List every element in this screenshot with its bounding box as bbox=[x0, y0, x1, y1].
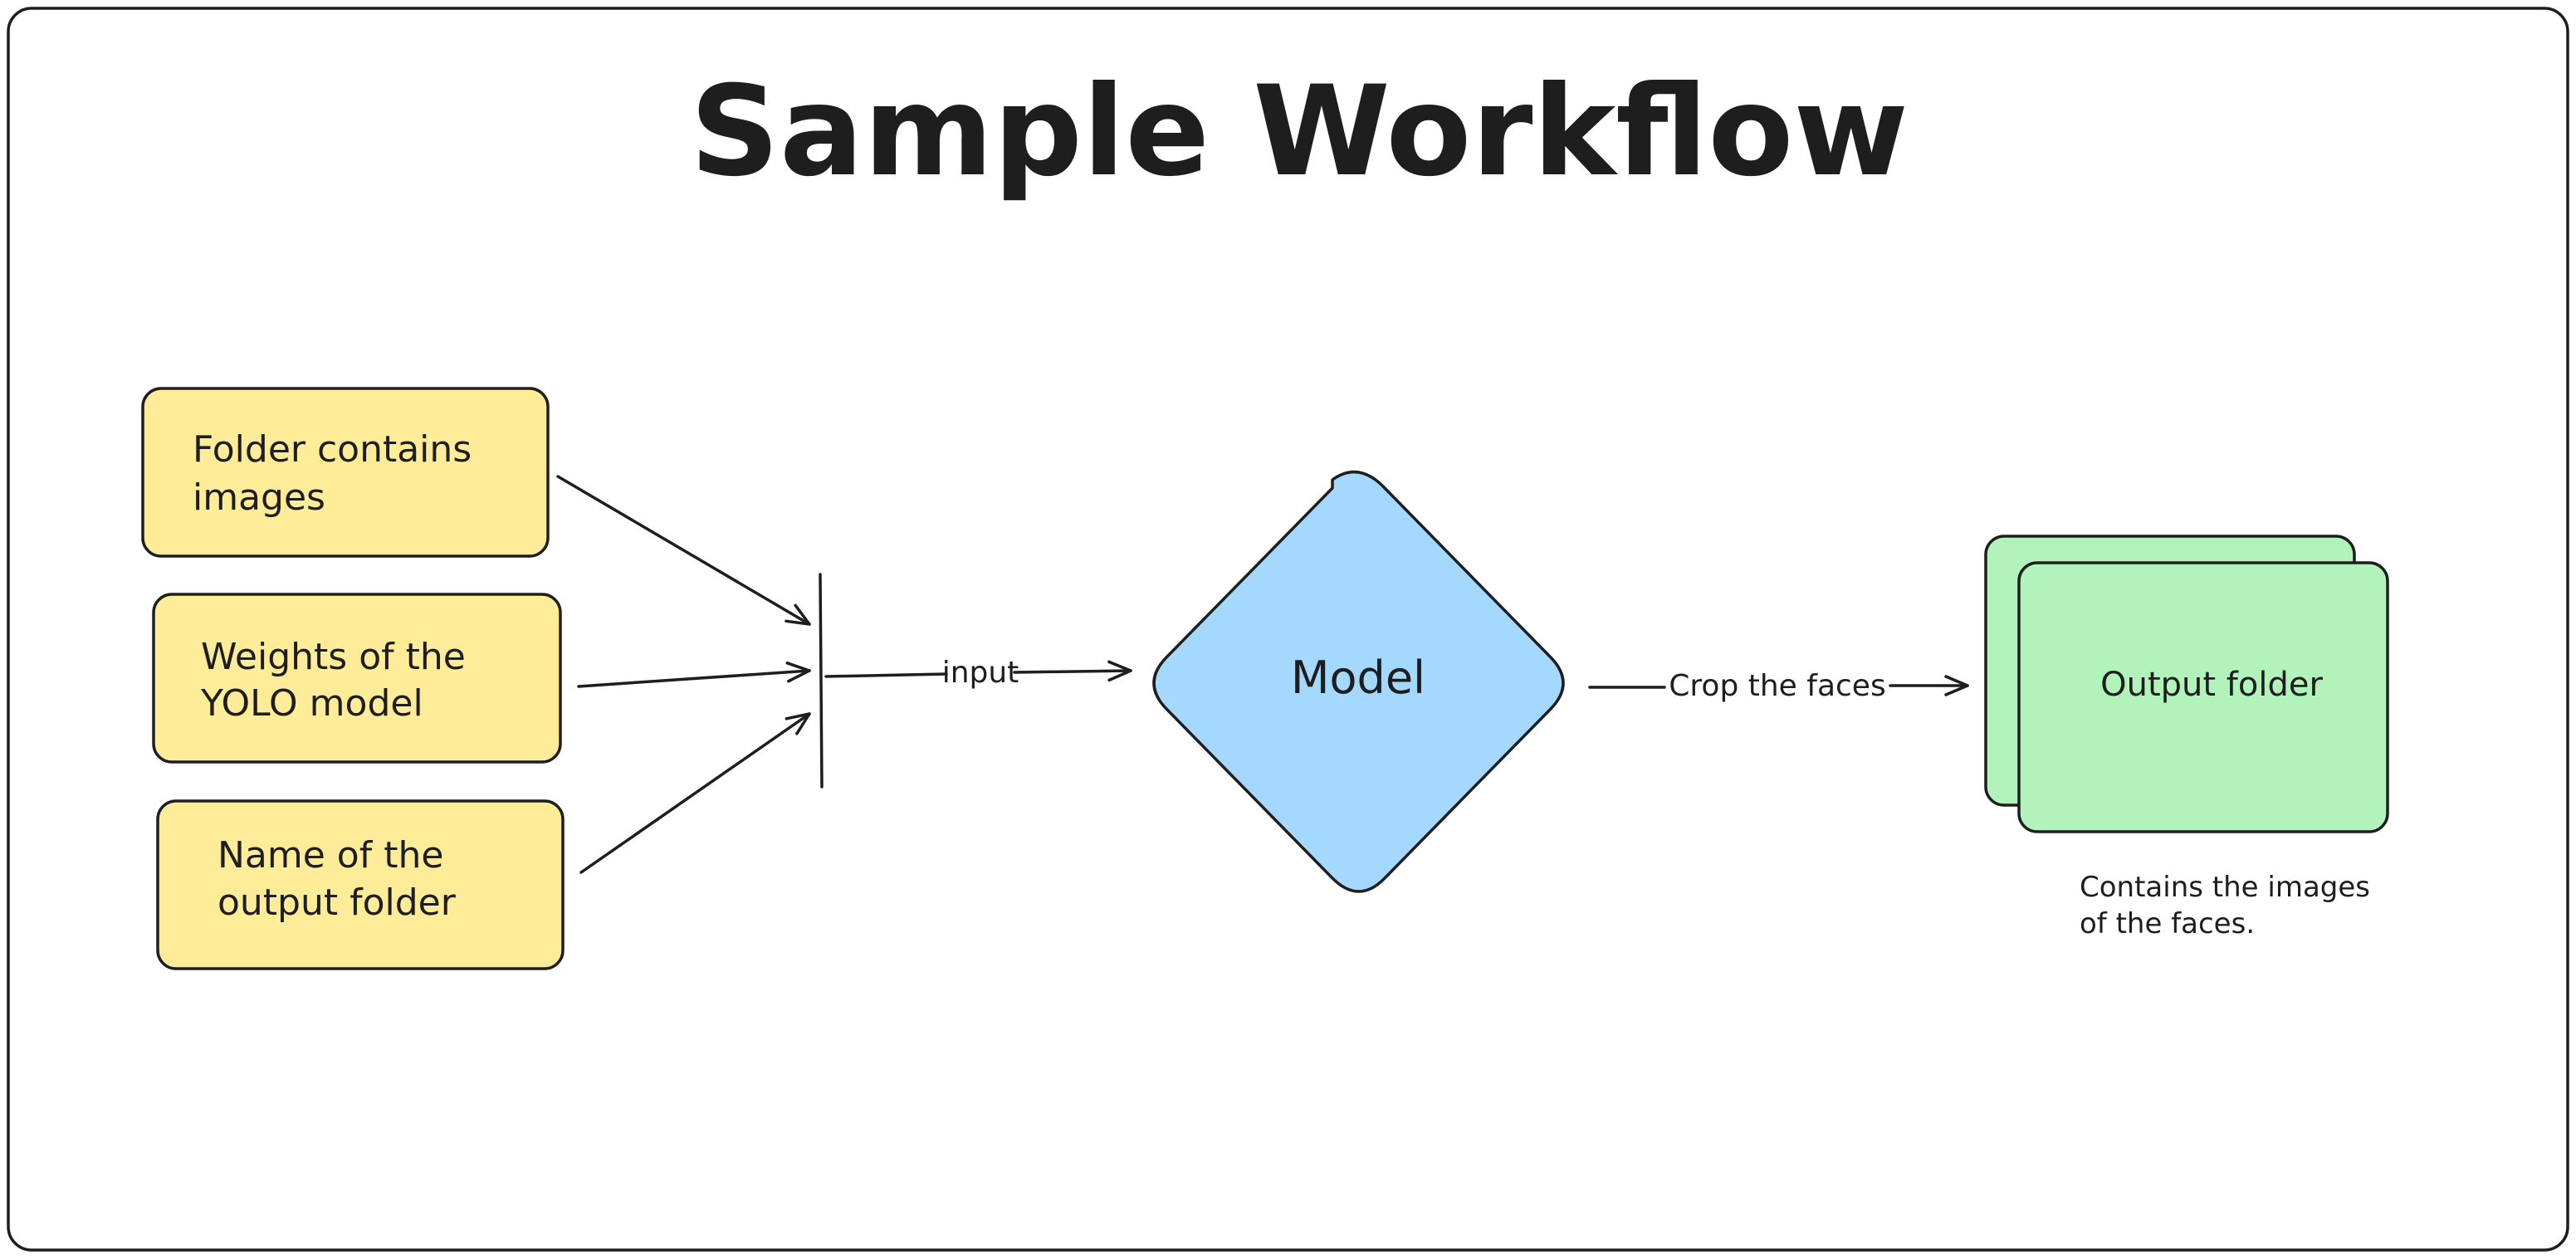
output-note-line1: Contains the images bbox=[2080, 871, 2370, 904]
input-node-images-folder[interactable]: Folder contains images bbox=[141, 387, 550, 558]
model-node[interactable]: Model bbox=[1152, 470, 1565, 893]
edge-label-input: input bbox=[942, 656, 1019, 690]
diagram-title: Sample Workflow bbox=[690, 60, 1909, 204]
input-node-yolo-weights[interactable]: Weights of the YOLO model bbox=[152, 593, 562, 764]
output-node-label: Output folder bbox=[2100, 666, 2323, 704]
edge-label-crop-faces: Crop the faces bbox=[1669, 669, 1885, 703]
input-node-label-line1: Folder contains bbox=[193, 428, 472, 471]
output-note-line2: of the faces. bbox=[2080, 907, 2255, 940]
arrow-weights-to-junction bbox=[577, 662, 811, 688]
input-node-label-line2: images bbox=[193, 476, 325, 519]
arrow-junction-to-model bbox=[824, 671, 1131, 676]
input-junction-bar bbox=[819, 573, 824, 789]
output-node[interactable]: Output folder bbox=[1984, 535, 2389, 833]
arrow-model-to-output bbox=[1588, 686, 1967, 687]
input-node-label-line2: YOLO model bbox=[200, 682, 423, 725]
input-node-label-line1: Name of the bbox=[218, 834, 443, 877]
arrow-foldername-to-junction bbox=[579, 712, 811, 874]
model-label: Model bbox=[1291, 652, 1425, 704]
arrow-images-to-junction bbox=[556, 475, 811, 626]
input-node-label-line2: output folder bbox=[218, 882, 457, 924]
input-node-output-folder-name[interactable]: Name of the output folder bbox=[156, 799, 565, 970]
input-node-label-line1: Weights of the bbox=[201, 636, 466, 678]
